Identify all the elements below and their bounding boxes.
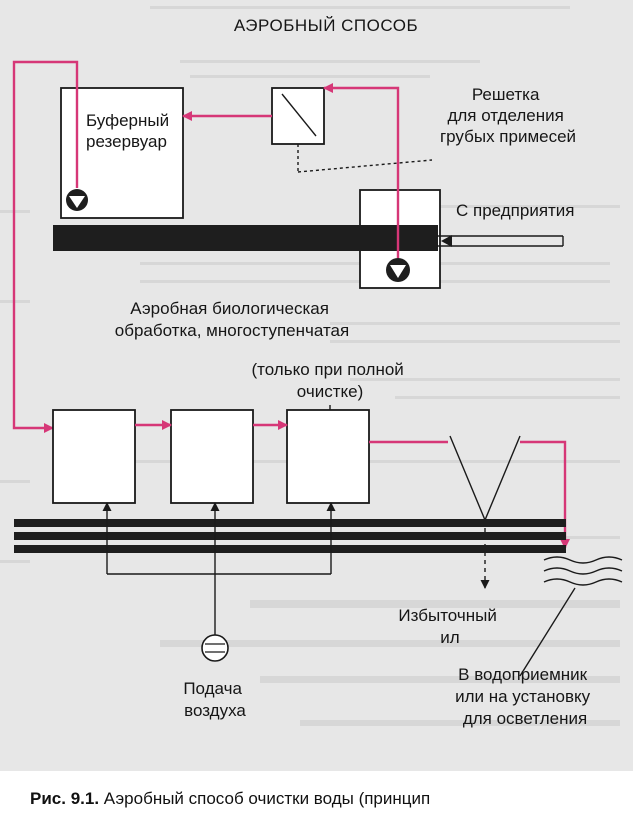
air-supply-label: Подача воздуха	[183, 679, 246, 720]
flow-clarifier-to-discharge	[520, 440, 570, 549]
buffer-tank-label: Буферный резервуар	[86, 111, 174, 151]
aerobic-stage-2	[170, 409, 254, 504]
screen-to-label-dashed	[297, 159, 433, 173]
air-compressor-icon	[201, 634, 229, 662]
ground-bar	[53, 225, 438, 251]
screen-label: Решетка для отделения грубых примесей	[440, 85, 576, 146]
air-bar-3	[14, 545, 566, 553]
enterprise-pump-icon	[386, 258, 410, 282]
flow-buffer-to-stage1	[12, 60, 79, 433]
figure-caption-text: Аэробный способ очистки воды (принцип	[103, 789, 431, 808]
buffer-pump-icon	[66, 189, 88, 211]
aerobic-treatment-label: Аэробная биологическая обработка, многос…	[115, 299, 349, 340]
aerobic-stage-1	[52, 409, 136, 504]
air-distribution-lines	[102, 502, 336, 636]
aerobic-stage-3	[286, 409, 370, 504]
screen-grating-mesh	[281, 93, 317, 137]
discharge-leader-line	[519, 587, 576, 677]
figure-caption: Рис. 9.1. Аэробный способ очистки воды (…	[30, 789, 430, 809]
excess-sludge-label: Избыточный ил	[398, 606, 501, 647]
air-bar-2	[14, 532, 566, 540]
water-receiver-icon	[543, 556, 623, 586]
air-bar-1	[14, 519, 566, 527]
discharge-label: В водоприемник или на установку для осве…	[455, 665, 595, 728]
diagram-title: АЭРОБНЫЙ СПОСОБ	[234, 16, 418, 35]
enterprise-inflow-pipe	[437, 235, 564, 247]
full-treatment-note: (только при полной очистке)	[251, 360, 408, 401]
buffer-tank	[60, 87, 184, 219]
enterprise-label: С предприятия	[456, 201, 575, 220]
figure-number: Рис. 9.1.	[30, 789, 100, 808]
flow-pump-to-screen	[323, 83, 400, 258]
